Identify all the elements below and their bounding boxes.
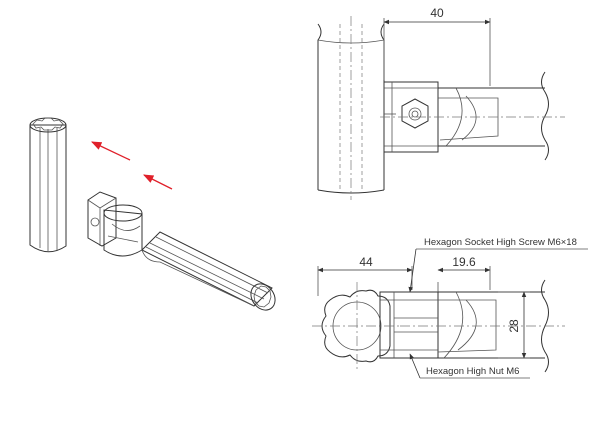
dimension-bottom-right-width: 19.6: [452, 255, 476, 269]
dimension-bottom-left-width: 44: [359, 255, 373, 269]
top-view: 40: [317, 6, 565, 200]
nut-callout-label: Hexagon High Nut M6: [426, 366, 519, 377]
isometric-assembly-view: [29, 117, 276, 311]
vertical-pipe: [29, 117, 67, 253]
bottom-view: 44 19.6 28 Hexagon Socket High Screw M6×…: [312, 237, 588, 379]
horizontal-pipe: [141, 231, 276, 311]
pink-fitting: [87, 191, 143, 257]
dimension-top-width: 40: [430, 6, 444, 20]
direction-arrow: [143, 174, 173, 190]
dimension-height: 28: [507, 319, 521, 333]
screw-callout-label: Hexagon Socket High Screw M6×18: [424, 237, 577, 248]
direction-arrow: [91, 141, 131, 161]
